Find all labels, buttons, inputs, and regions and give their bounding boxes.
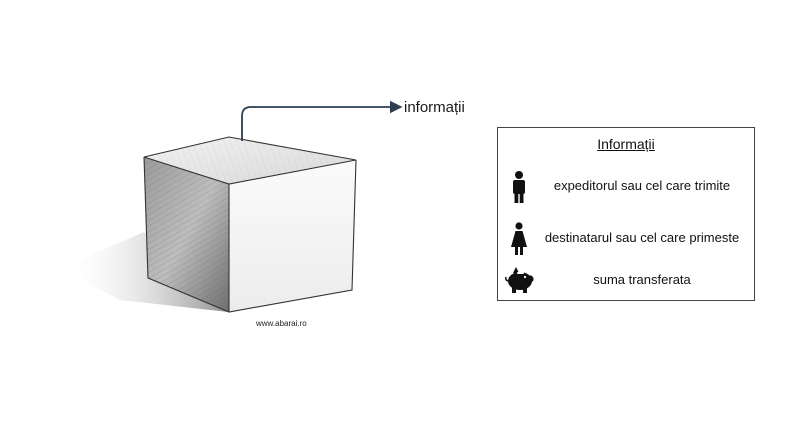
legend-label-amount: suma transferata: [593, 272, 691, 287]
cube-edges: [143, 136, 357, 313]
woman-icon: [502, 220, 536, 256]
legend-box: Informații expeditorul sau cel care trim…: [497, 127, 755, 301]
legend-title: Informații: [597, 136, 655, 152]
arrow-label: informații: [404, 99, 465, 116]
website-credit: www.abarai.ro: [255, 319, 307, 328]
legend-item-recipient: destinatarul sau cel care primeste: [498, 220, 754, 256]
legend-label-sender: expeditorul sau cel care trimite: [553, 178, 731, 193]
information-arrow: [241, 100, 403, 141]
legend-item-sender: expeditorul sau cel care trimite: [498, 168, 754, 204]
piggy-bank-icon: [502, 262, 536, 298]
legend-label-recipient: destinatarul sau cel care primeste: [544, 230, 740, 245]
cube-front-face: [229, 160, 356, 312]
legend-item-amount: suma transferata: [498, 262, 754, 298]
man-icon: [502, 168, 536, 204]
